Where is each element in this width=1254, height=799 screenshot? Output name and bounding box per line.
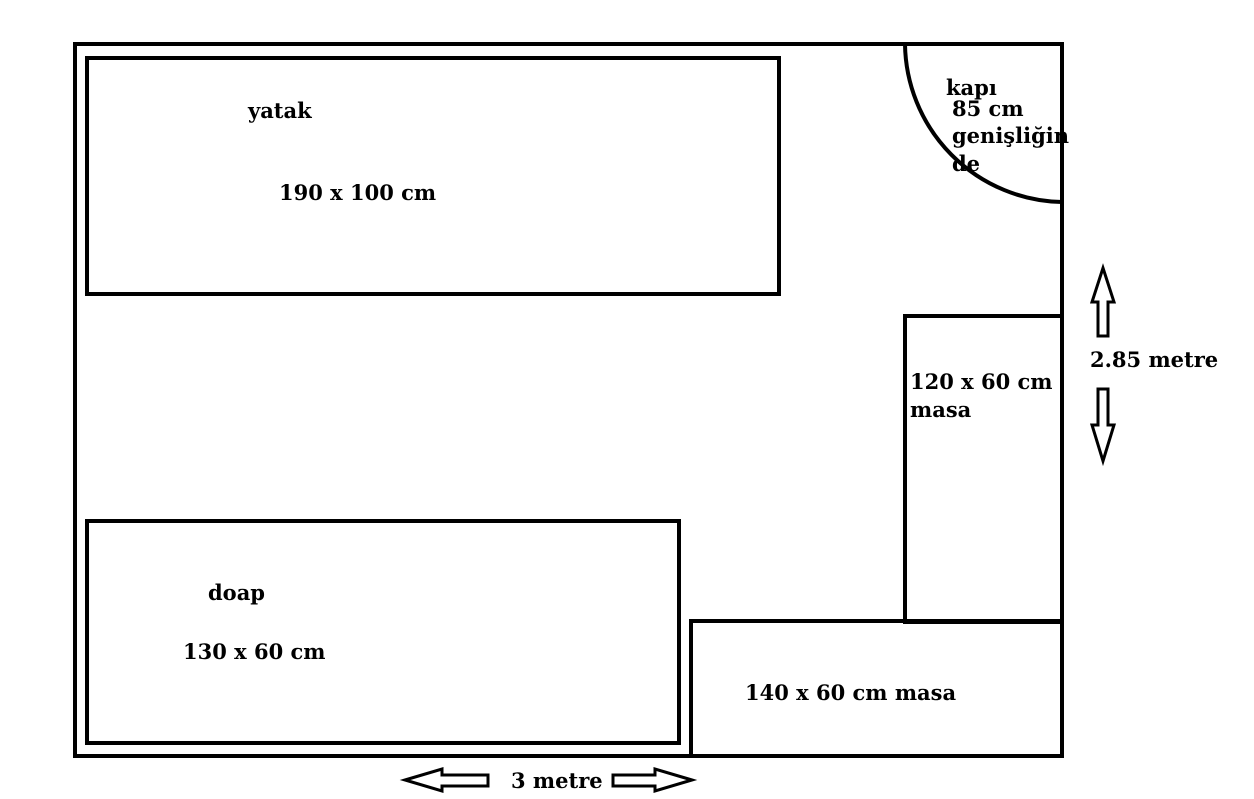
bed-size-label: 190 x 100 cm	[279, 180, 437, 205]
door-width-line2: genişliğin	[952, 123, 1069, 148]
wardrobe-name-label: doap	[208, 580, 265, 605]
door-width-line3: de	[952, 151, 981, 176]
desk-bottom-label: 140 x 60 cm masa	[745, 680, 957, 705]
room-width-label: 3 metre	[511, 768, 603, 793]
desk-bottom-rect	[689, 619, 1064, 758]
arrow-right-icon	[611, 766, 698, 794]
door-swing-arc	[903, 43, 1063, 204]
door-name-label: kapı	[946, 75, 997, 100]
bed-rect	[85, 56, 781, 296]
desk-side-name-label: masa	[910, 397, 972, 422]
bed-name-label: yatak	[248, 98, 312, 123]
wardrobe-rect	[85, 519, 681, 745]
desk-side-size-label: 120 x 60 cm	[910, 369, 1053, 394]
arrow-down-icon	[1089, 387, 1117, 467]
wardrobe-size-label: 130 x 60 cm	[183, 639, 326, 664]
arrow-up-icon	[1089, 263, 1117, 338]
desk-side-rect	[903, 314, 1064, 624]
arrow-left-icon	[399, 766, 490, 794]
room-height-label: 2.85 metre	[1090, 347, 1219, 372]
door-width-line1: 85 cm	[952, 96, 1024, 121]
